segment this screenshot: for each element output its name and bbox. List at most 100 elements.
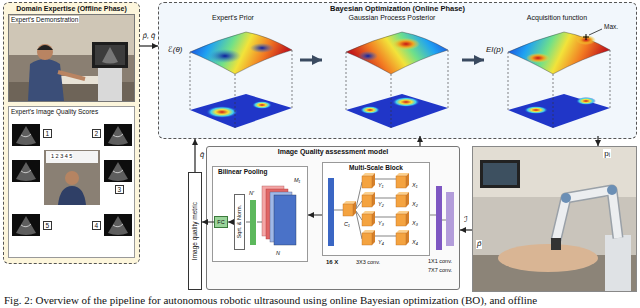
multiscale-cubes — [396, 211, 409, 226]
demonstration-photo — [98, 68, 122, 101]
prior-surface — [292, 50, 293, 108]
image-number: 4 — [92, 221, 101, 230]
tensor-label: N — [276, 250, 280, 256]
ultrasound-thumbnails — [12, 124, 132, 236]
node-heading: Bilinear Pooling — [217, 168, 268, 175]
demonstration-photo — [95, 45, 125, 65]
node-heading: Expert's Demonstration — [10, 16, 79, 23]
image-number: 1 — [43, 129, 52, 138]
posterior-surface — [346, 52, 347, 110]
multiscale-cubes — [362, 230, 375, 245]
multiscale-cubes — [356, 201, 362, 209]
bilinear-tensors — [250, 200, 256, 245]
bilinear-tensors — [246, 222, 250, 223]
edge-label: p̄, q̄ — [142, 32, 157, 40]
bilinear-tensors — [274, 195, 296, 245]
connector — [462, 59, 484, 62]
vertical-label: Image quality metric — [191, 202, 200, 260]
prior-surface — [190, 32, 292, 128]
node-heading: Expert's Prior — [211, 14, 255, 22]
axis-label: ℰ(θ) — [168, 46, 183, 55]
ultrasound-thumbnails — [12, 124, 40, 146]
demonstration-photo — [102, 47, 118, 64]
node-heading: Bayesian Optimization (Online Phase) — [329, 5, 466, 14]
tensor-label: M₁ — [294, 177, 300, 183]
multiscale-cubes — [375, 179, 396, 180]
ultrasound-thumbnails — [104, 160, 132, 182]
acquisition-surface — [508, 94, 610, 128]
multiscale-cubes — [375, 217, 396, 218]
ultrasound-thumbnails — [104, 214, 132, 236]
multiscale-cubes — [334, 179, 446, 239]
image-number: 3 — [115, 185, 124, 194]
robot-photo — [473, 147, 636, 291]
posterior-surface — [392, 97, 420, 107]
posterior-surface — [448, 50, 449, 108]
tensor-label: N′ — [249, 190, 254, 196]
tensor-label: X₄ — [412, 239, 418, 245]
acquisition-surface — [524, 106, 548, 114]
node-heading: pᵢ — [603, 149, 611, 158]
multiscale-cubes — [436, 186, 442, 250]
robot-photo — [483, 163, 517, 185]
layer-label: 7X7 conv. — [428, 267, 452, 273]
posterior-surface — [346, 32, 448, 74]
prior-surface — [206, 106, 238, 118]
multiscale-cubes — [356, 212, 362, 239]
layer-label: 16 X — [326, 259, 338, 266]
multiscale-cubes — [396, 230, 409, 245]
scoring-photo — [46, 151, 98, 163]
robot-photo — [498, 244, 598, 272]
robot-photo — [473, 147, 636, 291]
scoring-photo — [44, 150, 100, 205]
multiscale-cubes — [362, 192, 375, 207]
tensor-label: Y₃ — [378, 220, 384, 226]
multiscale-cubes — [334, 210, 344, 211]
robot-photo — [605, 235, 631, 291]
connector — [140, 45, 158, 46]
connector — [228, 222, 234, 223]
posterior-surface — [391, 74, 392, 128]
image-number: 2 — [92, 129, 101, 138]
posterior-surface — [346, 94, 448, 128]
posterior-surface — [360, 106, 380, 114]
tensor-label: Y₂ — [378, 201, 384, 207]
ultrasound-thumbnails — [104, 124, 132, 146]
tensor-label: X₃ — [412, 220, 418, 226]
prior-surface — [190, 32, 292, 74]
node-heading: Image Quality assessment model — [277, 148, 390, 156]
tensor-label: X₁ — [412, 182, 417, 188]
acquisition-surface — [553, 74, 554, 128]
tensor-label: Y₄ — [378, 239, 384, 245]
multiscale-cubes — [396, 192, 409, 207]
multiscale-cubes — [430, 215, 436, 216]
prior-surface — [250, 43, 274, 53]
robot-photo — [561, 193, 571, 203]
ultrasound-thumbnails — [12, 160, 40, 182]
node-heading: Gaussian Process Posterior — [348, 14, 437, 22]
robot-photo — [473, 147, 636, 197]
multiscale-cubes — [362, 173, 375, 188]
scoring-photo — [58, 186, 86, 205]
demonstration-photo — [37, 44, 53, 60]
multiscale-cubes — [442, 220, 446, 221]
acquisition-surface — [583, 34, 589, 40]
robot-photo — [551, 238, 561, 250]
node-heading: Acquisition function — [526, 14, 588, 22]
multiscale-cubes — [356, 182, 362, 208]
prior-surface — [190, 94, 292, 128]
demonstration-photo — [37, 45, 53, 50]
tensor-label: Y₁ — [378, 182, 383, 188]
connector — [597, 136, 598, 146]
layer-label: 1X1 conv. — [428, 258, 452, 264]
posterior-surface — [392, 38, 420, 50]
demonstration-photo — [28, 59, 64, 101]
robot-photo — [607, 185, 617, 195]
ultrasound-thumbnails — [12, 214, 40, 236]
acquisition-surface — [610, 50, 611, 108]
posterior-surface — [358, 51, 378, 61]
vertical-label: Sqrt. & Norm. — [236, 205, 244, 238]
scoring-photo — [44, 150, 100, 205]
fc-layer: FC — [214, 216, 228, 228]
multiscale-cubes — [375, 236, 396, 237]
